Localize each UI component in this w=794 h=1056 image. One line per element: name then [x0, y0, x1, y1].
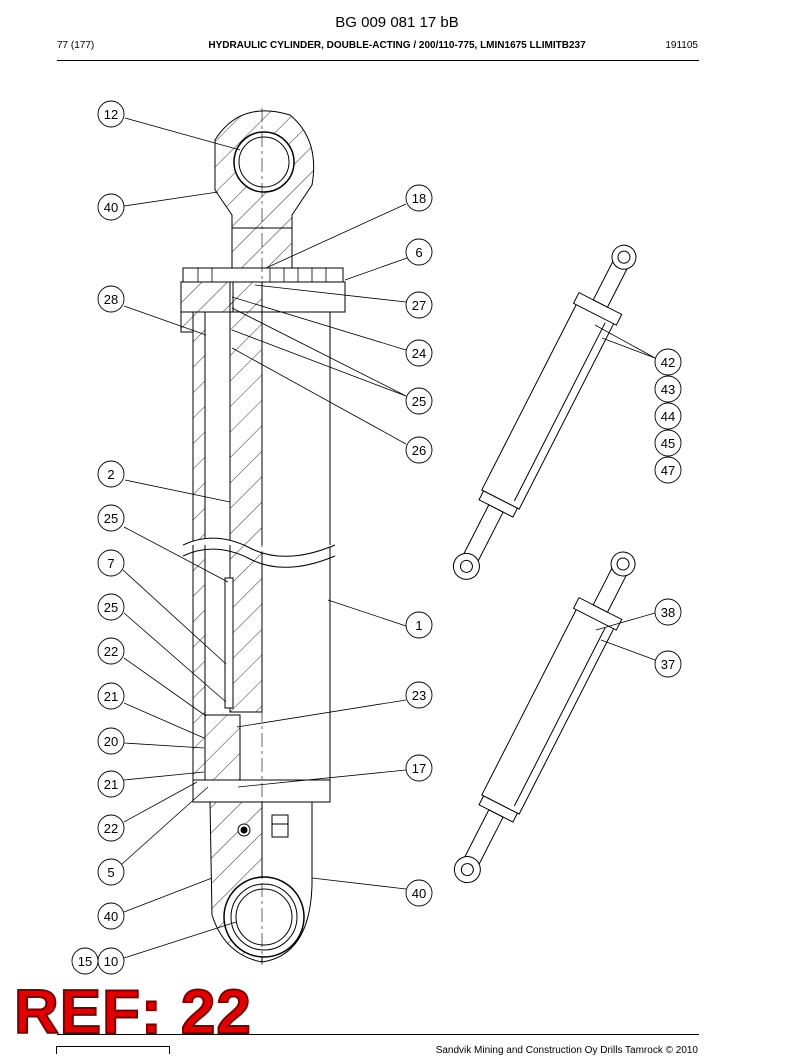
callout-40: 40 [405, 879, 433, 907]
callout-7: 7 [97, 549, 125, 577]
svg-text:1: 1 [415, 618, 422, 633]
company-logo [56, 1046, 170, 1054]
cylinder-view-upper [452, 244, 637, 580]
callout-21: 21 [97, 770, 125, 798]
svg-text:42: 42 [661, 355, 675, 370]
callout-12: 12 [97, 100, 125, 128]
callout-40: 40 [97, 193, 125, 221]
svg-text:23: 23 [412, 688, 426, 703]
svg-text:40: 40 [104, 200, 118, 215]
reference-stamp: REF: 22 [13, 978, 252, 1047]
callout-25: 25 [97, 504, 125, 532]
svg-text:12: 12 [104, 107, 118, 122]
callout-10: 10 [97, 947, 125, 975]
callout-22: 22 [97, 637, 125, 665]
svg-text:21: 21 [104, 689, 118, 704]
svg-text:47: 47 [661, 463, 675, 478]
svg-text:21: 21 [104, 777, 118, 792]
callout-26: 26 [405, 436, 433, 464]
svg-text:15: 15 [78, 954, 92, 969]
svg-text:27: 27 [412, 298, 426, 313]
callout-18: 18 [405, 184, 433, 212]
svg-text:22: 22 [104, 821, 118, 836]
svg-text:43: 43 [661, 382, 675, 397]
svg-text:2: 2 [107, 467, 114, 482]
callout-40: 40 [97, 902, 125, 930]
callout-44: 44 [654, 402, 682, 430]
callout-27: 27 [405, 291, 433, 319]
main-section [180, 108, 346, 965]
callout-45: 45 [654, 429, 682, 457]
svg-text:22: 22 [104, 644, 118, 659]
callout-21: 21 [97, 682, 125, 710]
callout-22: 22 [97, 814, 125, 842]
svg-text:45: 45 [661, 436, 675, 451]
callout-37: 37 [654, 650, 682, 678]
svg-text:37: 37 [661, 657, 675, 672]
svg-text:5: 5 [107, 865, 114, 880]
svg-text:44: 44 [661, 409, 675, 424]
callout-25: 25 [405, 387, 433, 415]
svg-text:20: 20 [104, 734, 118, 749]
footer-copyright: Sandvik Mining and Construction Oy Drill… [435, 1045, 698, 1056]
svg-text:18: 18 [412, 191, 426, 206]
leader-lines [121, 117, 656, 959]
cylinder-view-lower [453, 551, 636, 884]
svg-text:40: 40 [104, 909, 118, 924]
svg-text:25: 25 [104, 511, 118, 526]
callout-6: 6 [405, 238, 433, 266]
callout-25: 25 [97, 593, 125, 621]
callout-28: 28 [97, 285, 125, 313]
callout-23: 23 [405, 681, 433, 709]
document-id: BG 009 081 17 bB [335, 14, 459, 31]
document-title: HYDRAULIC CYLINDER, DOUBLE-ACTING / 200/… [208, 40, 586, 51]
page-number: 77 (177) [57, 40, 95, 51]
svg-text:7: 7 [107, 556, 114, 571]
svg-text:26: 26 [412, 443, 426, 458]
svg-text:10: 10 [104, 954, 118, 969]
svg-text:28: 28 [104, 292, 118, 307]
svg-text:6: 6 [415, 245, 422, 260]
callout-38: 38 [654, 598, 682, 626]
header-rule [57, 60, 699, 61]
callout-24: 24 [405, 339, 433, 367]
callout-43: 43 [654, 375, 682, 403]
callout-1: 1 [405, 611, 433, 639]
svg-text:17: 17 [412, 761, 426, 776]
svg-text:25: 25 [104, 600, 118, 615]
svg-text:25: 25 [412, 394, 426, 409]
footer-rule [57, 1034, 699, 1035]
document-code: 191105 [665, 40, 698, 51]
svg-text:38: 38 [661, 605, 675, 620]
callout-15: 15 [71, 947, 99, 975]
svg-text:40: 40 [412, 886, 426, 901]
callout-5: 5 [97, 858, 125, 886]
callout-17: 17 [405, 754, 433, 782]
callout-20: 20 [97, 727, 125, 755]
callout-47: 47 [654, 456, 682, 484]
svg-text:24: 24 [412, 346, 426, 361]
callout-2: 2 [97, 460, 125, 488]
callout-42: 42 [654, 348, 682, 376]
